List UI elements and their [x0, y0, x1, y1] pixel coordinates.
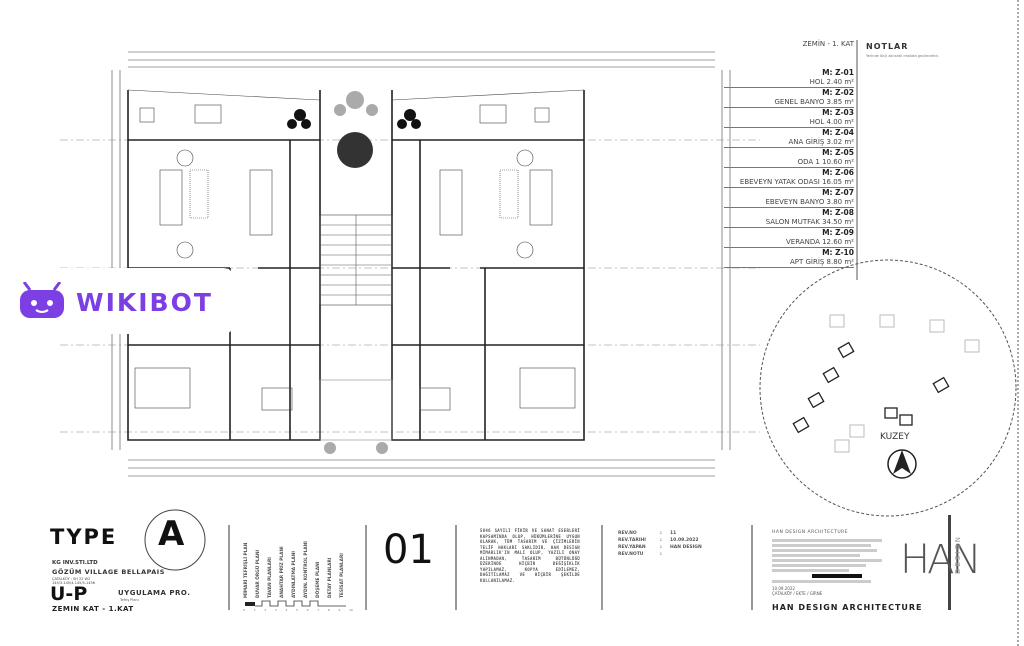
revision-value: 10.09.2022 — [670, 538, 699, 543]
project-info: 10.09.2022 ÇATALKÖY / EKTE / GİRNE — [772, 537, 882, 596]
room-code: M: Z-01 — [822, 68, 854, 77]
location: ÇATALKÖY / EKTE / GİRNE — [772, 591, 823, 596]
separator: : — [660, 552, 662, 557]
wikibot-brand: WIKIBOT — [76, 288, 213, 317]
plan-type-item: AYDIN. KONTROL PLANI — [304, 541, 309, 598]
robot-logo-icon — [20, 282, 64, 318]
plan-type-item: DUVAR ÖRGÜ PLANI — [256, 549, 261, 598]
scale-tick: 5 — [296, 608, 298, 612]
room-name: APT GİRİŞ 8.80 m² — [724, 257, 854, 268]
separator: : — [660, 545, 662, 550]
stage-sub: Tefriş Planı — [120, 598, 139, 602]
scale-bar: 0 1 2 3 4 5 6 7 8 9 10 — [243, 608, 353, 612]
scale-tick: 10 — [349, 608, 353, 612]
revision-label: REV.TARIHI — [618, 538, 646, 543]
revision-value: HAN DESIGN — [670, 545, 702, 550]
date: 10.09.2022 — [772, 586, 795, 591]
revision-row: REV.NOTU: — [618, 551, 702, 558]
room-code: M: Z-06 — [822, 168, 854, 177]
scale-tick: 6 — [306, 608, 309, 612]
room-code: M: Z-02 — [822, 88, 854, 97]
room-name: HOL 4.00 m² — [724, 117, 854, 128]
north-label: KUZEY — [880, 432, 910, 442]
project-name: GÖZÜM VILLAGE BELLAPAIS — [52, 568, 165, 576]
scale-tick: 4 — [285, 608, 288, 612]
plan-type-item: ANAHTAR PRİZ PLANI — [280, 546, 285, 598]
type-label: TYPE — [50, 525, 118, 549]
revision-row: REV.NO: 11 — [618, 530, 702, 537]
room-name: EBEVEYN YATAK ODASI 16.05 m² — [724, 177, 854, 188]
stage-name: UYGULAMA PRO. — [118, 589, 191, 597]
scale-tick: 2 — [264, 608, 267, 612]
revision-row: REV.TARIHI: 10.09.2022 — [618, 537, 702, 544]
scale-tick: 8 — [327, 608, 330, 612]
plan-type-item: AYDINLATMA PLANI — [292, 551, 297, 598]
room-code: M: Z-03 — [822, 108, 854, 117]
plan-type-item: DÖŞEME PLANI — [316, 561, 321, 598]
firm-name: HAN DESIGN ARCHITECTURE — [772, 603, 923, 612]
scale-tick: 3 — [274, 608, 277, 612]
parcel-no: 145/3-145/4-145/5-1456 — [52, 581, 95, 585]
room-name: EBEVEYN BANYO 3.80 m² — [724, 197, 854, 208]
room-code: M: Z-04 — [822, 128, 854, 137]
plan-type-item: TESİSAT PLANLARI — [340, 553, 345, 598]
type-letter: A — [158, 514, 185, 554]
room-code: M: Z-07 — [822, 188, 854, 197]
han-logo-side: DESIGN — [954, 535, 962, 574]
scale-tick: 9 — [338, 608, 341, 612]
room-name: VERANDA 12.60 m² — [724, 237, 854, 248]
room-name: ODA 1 10.60 m² — [724, 157, 854, 168]
revision-label: REV.YAPAN — [618, 545, 646, 550]
revision-label: REV.NO — [618, 531, 637, 536]
room-name: GENEL BANYO 3.85 m² — [724, 97, 854, 108]
room-code: M: Z-10 — [822, 248, 854, 257]
plan-type-list: MİMARİ TEFRİŞLİ PLAN DUVAR ÖRGÜ PLANI TAVA… — [244, 530, 349, 598]
stage-code: U-P — [50, 583, 88, 605]
plan-type-item: DETAY PLANLARI — [328, 557, 333, 598]
wikibot-watermark: WIKIBOT — [0, 268, 235, 334]
revision-label: REV.NOTU — [618, 552, 644, 557]
revision-row: REV.YAPAN: HAN DESIGN — [618, 544, 702, 551]
separator: : — [660, 538, 662, 543]
sheet-number: 01 — [383, 527, 434, 573]
copyright-notice: 5846 SAYILI FİKİR VE SANAT ESERLERİ KAPS… — [480, 528, 580, 583]
floor-name: ZEMIN KAT - 1.KAT — [52, 605, 134, 613]
scale-tick: 7 — [317, 608, 320, 612]
separator: : — [660, 531, 662, 536]
room-name: ANA GİRİŞ 3.02 m² — [724, 137, 854, 148]
plan-type-item: TAVAN PLANLARI — [268, 557, 273, 598]
plan-type-item: MİMARİ TEFRİŞLİ PLAN — [244, 542, 249, 598]
han-logo: HAN — [900, 537, 981, 583]
firm-header: HAN DESIGN ARCHITECTURE — [772, 530, 849, 535]
parcel: ÇATALKÖY : SH 22 W2 — [52, 577, 91, 581]
notes-text: Yerinde ölçü alınarak imalata geçilecekt… — [866, 54, 939, 58]
room-code: M: Z-09 — [822, 228, 854, 237]
scale-tick: 0 — [243, 608, 245, 612]
room-name: HOL 2.40 m² — [724, 77, 854, 88]
notes-title: NOTLAR — [866, 42, 909, 51]
room-code: M: Z-05 — [822, 148, 854, 157]
room-name: SALON MUTFAK 34.50 m² — [724, 217, 854, 228]
revision-value: 11 — [670, 531, 677, 536]
company: KG INV.STI.LTD — [52, 560, 98, 566]
scale-tick: 1 — [253, 608, 256, 612]
north-arrow-icon — [887, 449, 917, 479]
floor-label: ZEMİN - 1. KAT — [802, 40, 854, 48]
room-code: M: Z-08 — [822, 208, 854, 217]
